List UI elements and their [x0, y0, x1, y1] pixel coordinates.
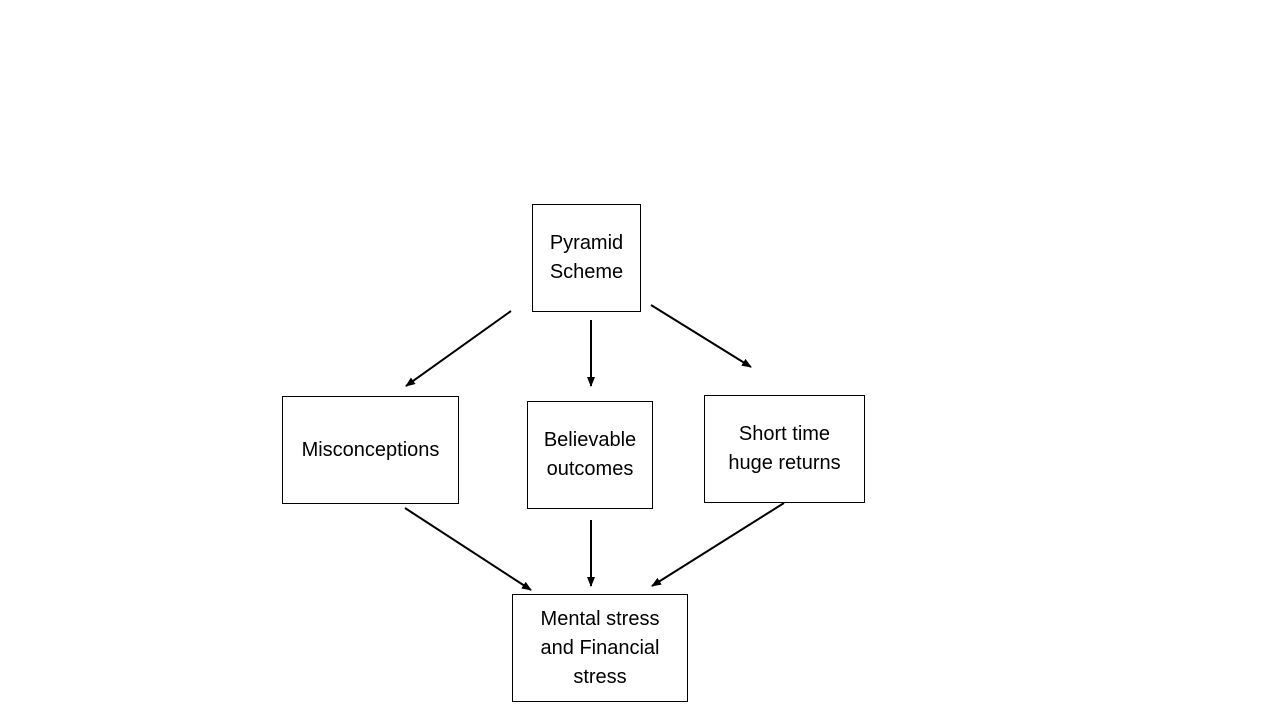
- node-pyramid-scheme-label: Pyramid Scheme: [549, 232, 624, 283]
- arrow-short_time-to-stress: [651, 502, 785, 587]
- node-pyramid-scheme: Pyramid Scheme: [532, 204, 641, 312]
- node-misconceptions-label: Misconceptions: [301, 438, 440, 461]
- node-believable-outcomes-label: Believable outcomes: [543, 429, 637, 480]
- arrow-misconceptions-to-stress: [404, 507, 532, 591]
- node-short-time-huge-returns-label: Short time huge returns: [728, 423, 841, 474]
- node-believable-outcomes: Believable outcomes: [527, 401, 653, 509]
- node-mental-financial-stress-label: Mental stress and Financial stress: [540, 607, 660, 688]
- node-misconceptions: Misconceptions: [282, 396, 459, 504]
- node-mental-financial-stress: Mental stress and Financial stress: [512, 594, 688, 702]
- arrow-pyramid-to-misconceptions: [405, 310, 512, 387]
- node-short-time-huge-returns: Short time huge returns: [704, 395, 865, 503]
- arrow-pyramid-to-short_time: [650, 304, 752, 368]
